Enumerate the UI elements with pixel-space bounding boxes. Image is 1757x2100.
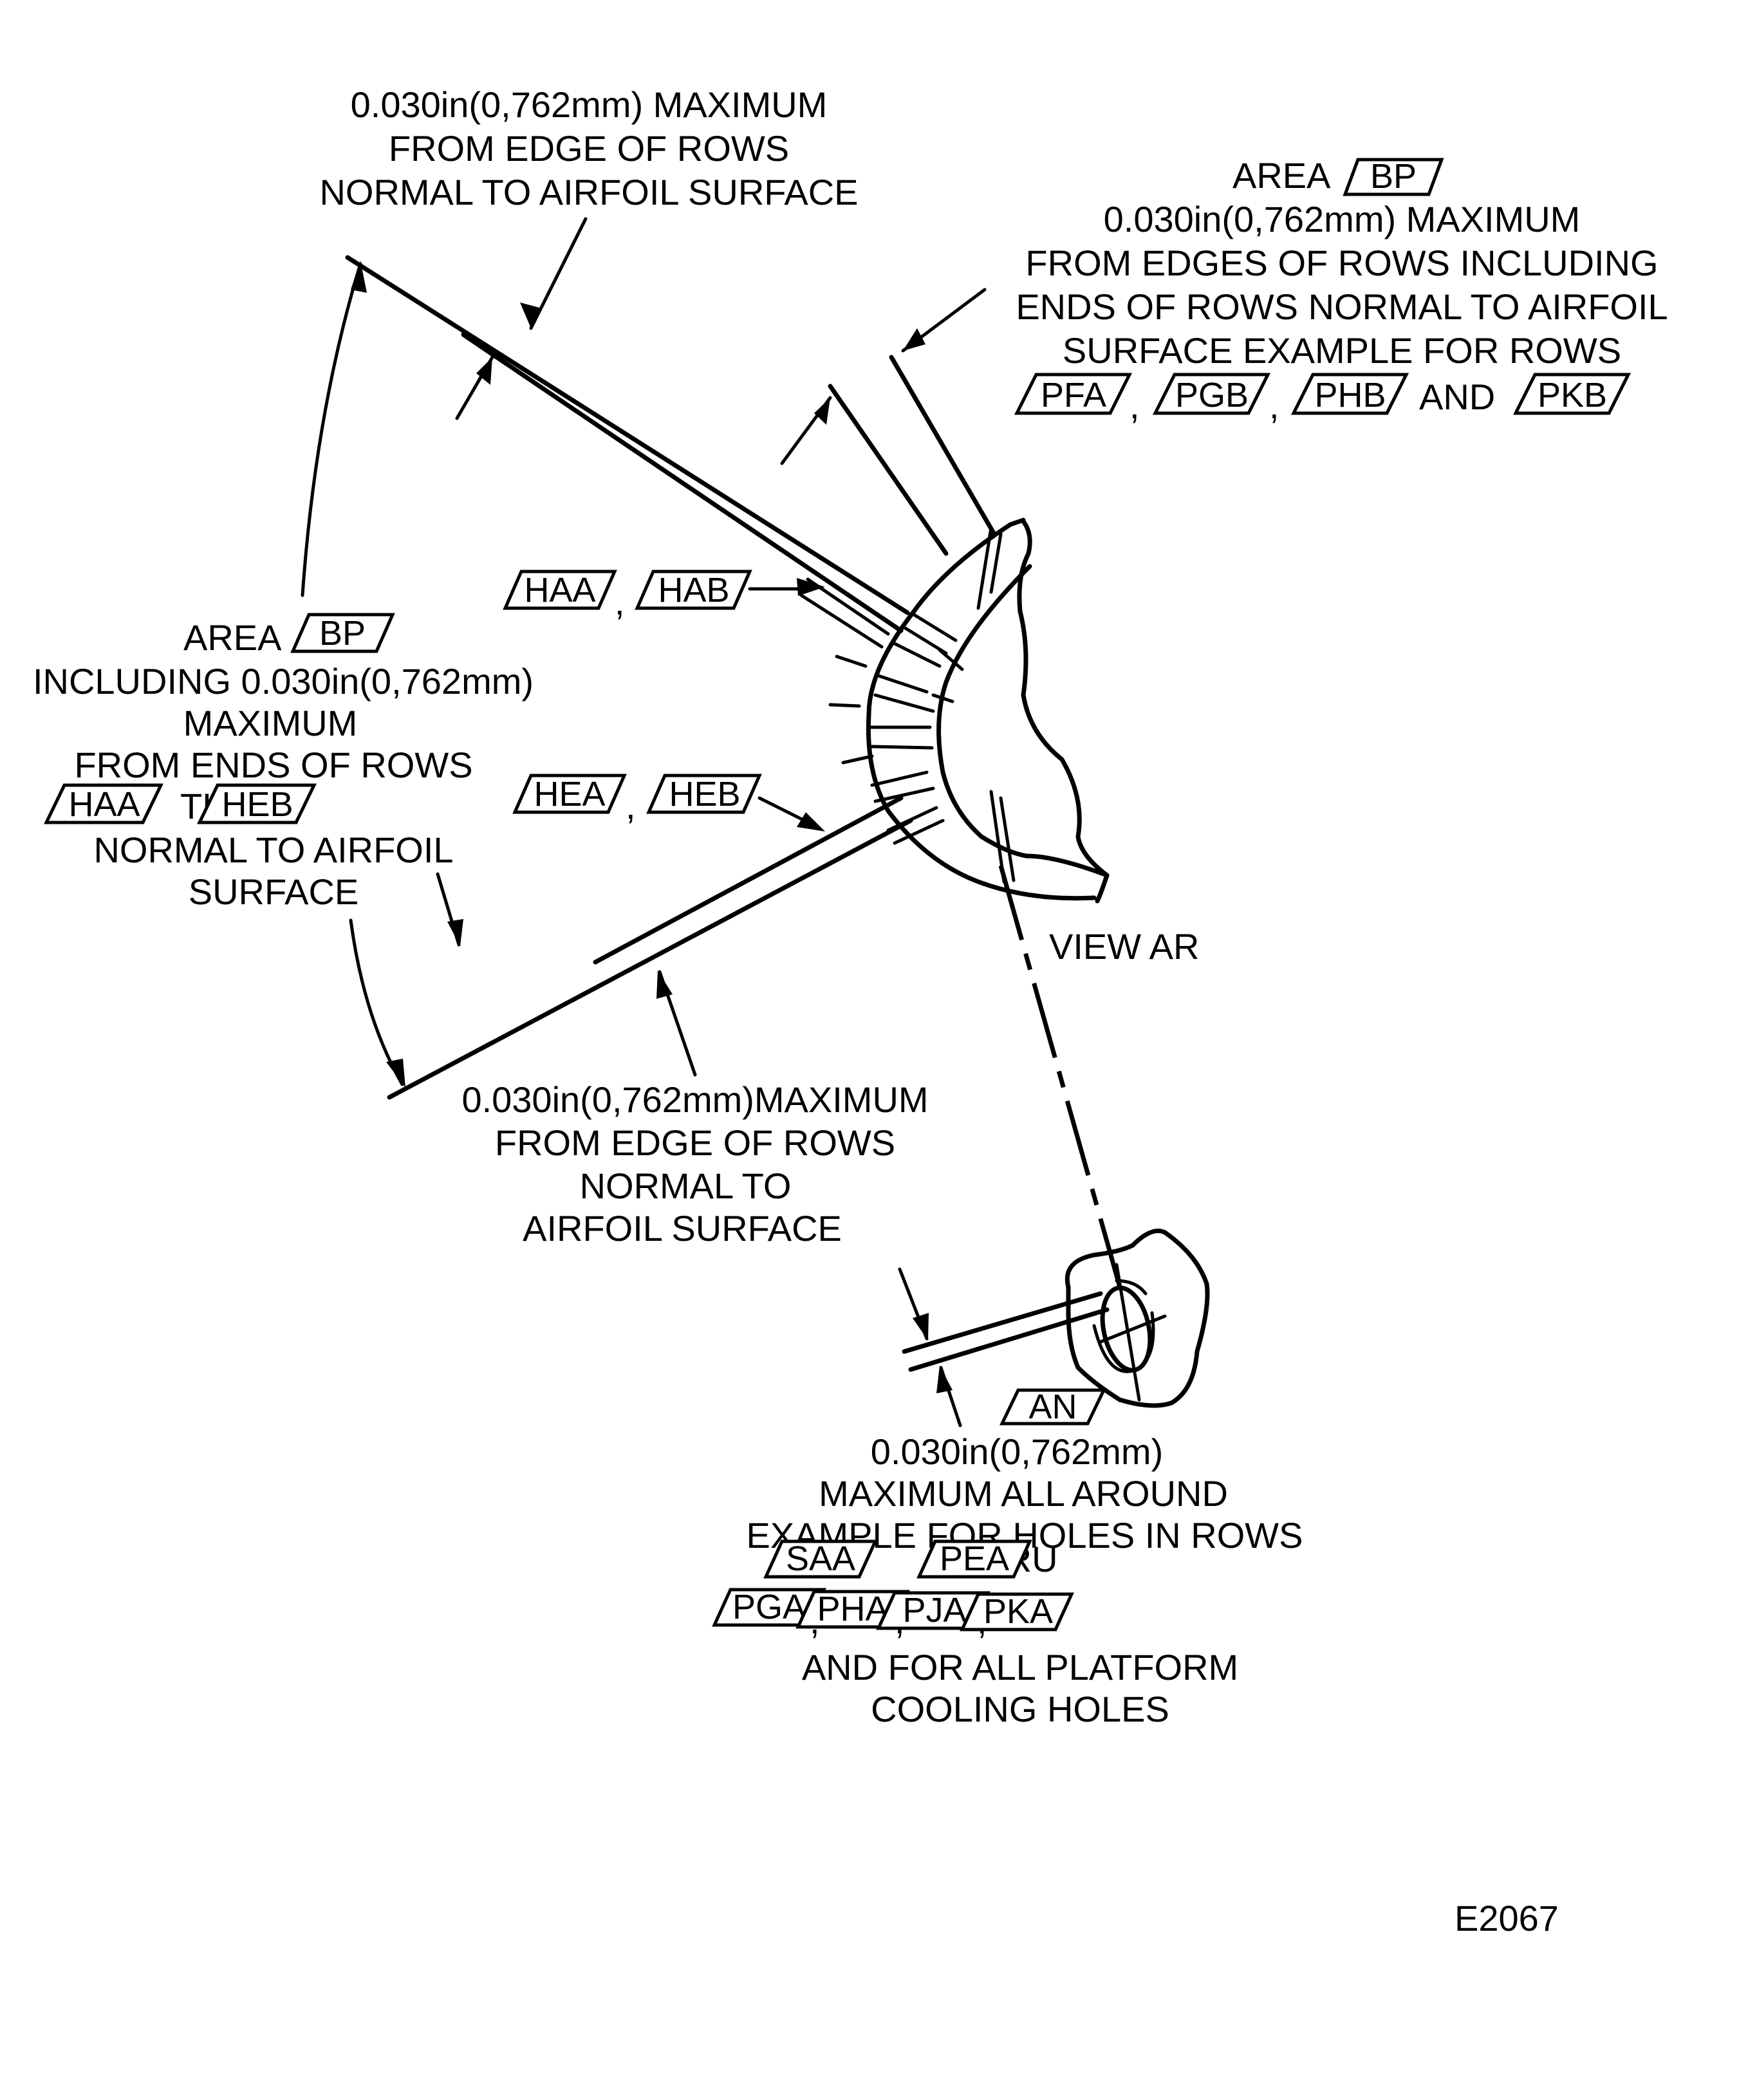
svg-text:PKA: PKA <box>983 1592 1053 1631</box>
note-bottom-center: 0.030in(0,762mm)MAXIMUM FROM EDGE OF ROW… <box>461 1079 928 1249</box>
arrowhead-icon <box>476 357 492 385</box>
note-line: ENDS OF ROWS NORMAL TO AIRFOIL <box>1016 286 1668 327</box>
svg-text:AN: AN <box>1028 1388 1077 1426</box>
svg-text:HAB: HAB <box>658 571 729 609</box>
callout-upper: HAA , HAB <box>503 570 890 649</box>
arrowhead-icon <box>797 578 825 596</box>
tag-pfa: PFA <box>1014 373 1133 415</box>
arrowhead-icon <box>903 328 925 351</box>
arrowhead-icon <box>351 261 367 293</box>
arrowhead-icon <box>386 1059 405 1088</box>
tag-bp: BP <box>1343 157 1444 196</box>
upper-extension-lines <box>345 217 910 633</box>
arrowhead-icon <box>797 812 825 832</box>
note-line: FROM ENDS OF ROWS <box>74 745 472 785</box>
note-line: NORMAL TO <box>580 1166 792 1206</box>
arrowhead-icon <box>447 919 463 946</box>
tag-heb: HEB <box>646 774 762 814</box>
svg-text:PGB: PGB <box>1175 376 1249 414</box>
comma: , <box>626 786 636 826</box>
tag-pgb: PGB <box>1152 373 1271 415</box>
view-label: VIEW AR <box>1049 926 1199 967</box>
svg-text:PEA: PEA <box>940 1539 1009 1578</box>
tag-hea: HEA <box>512 774 627 814</box>
note-line: 0.030in(0,762mm) MAXIMUM <box>351 84 828 125</box>
centerline <box>998 865 1122 1288</box>
comma: , <box>1269 386 1279 426</box>
note-top-left: 0.030in(0,762mm) MAXIMUM FROM EDGE OF RO… <box>319 84 858 212</box>
svg-text:HAA: HAA <box>524 571 595 609</box>
note-line: INCLUDING 0.030in(0,762mm) <box>33 661 534 702</box>
svg-text:PJA: PJA <box>902 1591 966 1630</box>
figure-id: E2067 <box>1455 1898 1559 1938</box>
svg-text:PKB: PKB <box>1538 376 1607 414</box>
svg-text:HAA: HAA <box>68 785 140 824</box>
tag-pha: PHA <box>795 1590 910 1629</box>
note-line: AIRFOIL SURFACE <box>523 1208 842 1249</box>
tag-haa: HAA <box>503 570 617 610</box>
lower-extension-lines <box>387 795 913 1100</box>
tag-bp: BP <box>290 613 395 653</box>
upper-right-extension-lines <box>780 288 997 556</box>
callout-lower: HEA , HEB <box>512 774 825 832</box>
note-left: AREA BP INCLUDING 0.030in(0,762mm) MAXIM… <box>33 613 534 912</box>
comma: , <box>615 582 625 622</box>
note-line: MAXIMUM ALL AROUND <box>819 1473 1228 1514</box>
note-line: 0.030in(0,762mm)MAXIMUM <box>461 1079 928 1120</box>
tag-phb: PHB <box>1290 373 1409 415</box>
svg-text:PHB: PHB <box>1314 376 1386 414</box>
hole-detail <box>898 1229 1210 1427</box>
note-line: NORMAL TO AIRFOIL <box>93 830 453 870</box>
svg-text:BP: BP <box>1370 157 1417 196</box>
arrowhead-icon <box>520 302 539 328</box>
tag-saa: SAA <box>763 1539 878 1579</box>
note-top-right: AREA BP 0.030in(0,762mm) MAXIMUM FROM ED… <box>1014 155 1668 426</box>
tag-an: AN <box>999 1388 1106 1426</box>
comma: , <box>1130 386 1140 426</box>
note-line: COOLING HOLES <box>871 1689 1169 1729</box>
airfoil-section <box>828 517 1110 904</box>
tag-pkb: PKB <box>1512 373 1632 415</box>
cooling-hole-rows <box>828 613 964 845</box>
svg-text:HEB: HEB <box>669 775 740 813</box>
note-line: SURFACE <box>189 871 359 912</box>
arrowhead-icon <box>936 1366 953 1393</box>
and-label: AND <box>1419 376 1495 417</box>
note-line: SURFACE EXAMPLE FOR ROWS <box>1063 330 1621 371</box>
svg-text:SAA: SAA <box>786 1539 855 1578</box>
arrowhead-icon <box>913 1313 929 1341</box>
tag-hab: HAB <box>635 570 752 610</box>
svg-text:HEA: HEA <box>534 775 605 813</box>
tag-pga: PGA <box>712 1588 826 1627</box>
tag-haa: HAA <box>44 783 163 824</box>
svg-text:PGA: PGA <box>732 1588 806 1626</box>
note-hole: AN 0.030in(0,762mm) MAXIMUM ALL AROUND E… <box>712 1388 1303 1729</box>
angular-dimension-arcs <box>301 261 405 1088</box>
tag-pea: PEA <box>916 1539 1032 1579</box>
area-label: AREA <box>183 617 282 658</box>
tag-heb: HEB <box>197 783 317 824</box>
svg-text:PHA: PHA <box>817 1590 888 1628</box>
note-line: MAXIMUM <box>183 703 358 743</box>
note-line: NORMAL TO AIRFOIL SURFACE <box>319 172 858 212</box>
note-line: FROM EDGES OF ROWS INCLUDING <box>1025 243 1658 283</box>
svg-text:HEB: HEB <box>221 785 293 824</box>
svg-text:BP: BP <box>319 614 366 653</box>
note-line: 0.030in(0,762mm) MAXIMUM <box>1104 199 1581 239</box>
area-label: AREA <box>1232 155 1331 196</box>
svg-text:PFA: PFA <box>1041 376 1106 414</box>
tag-pka: PKA <box>960 1592 1074 1631</box>
arrowhead-icon <box>814 398 830 425</box>
arrowhead-icon <box>656 971 673 999</box>
note-line: 0.030in(0,762mm) <box>871 1431 1163 1472</box>
tag-pja: PJA <box>876 1591 990 1630</box>
note-line: FROM EDGE OF ROWS <box>389 128 789 169</box>
note-line: AND FOR ALL PLATFORM <box>802 1647 1238 1687</box>
note-line: FROM EDGE OF ROWS <box>495 1122 895 1163</box>
